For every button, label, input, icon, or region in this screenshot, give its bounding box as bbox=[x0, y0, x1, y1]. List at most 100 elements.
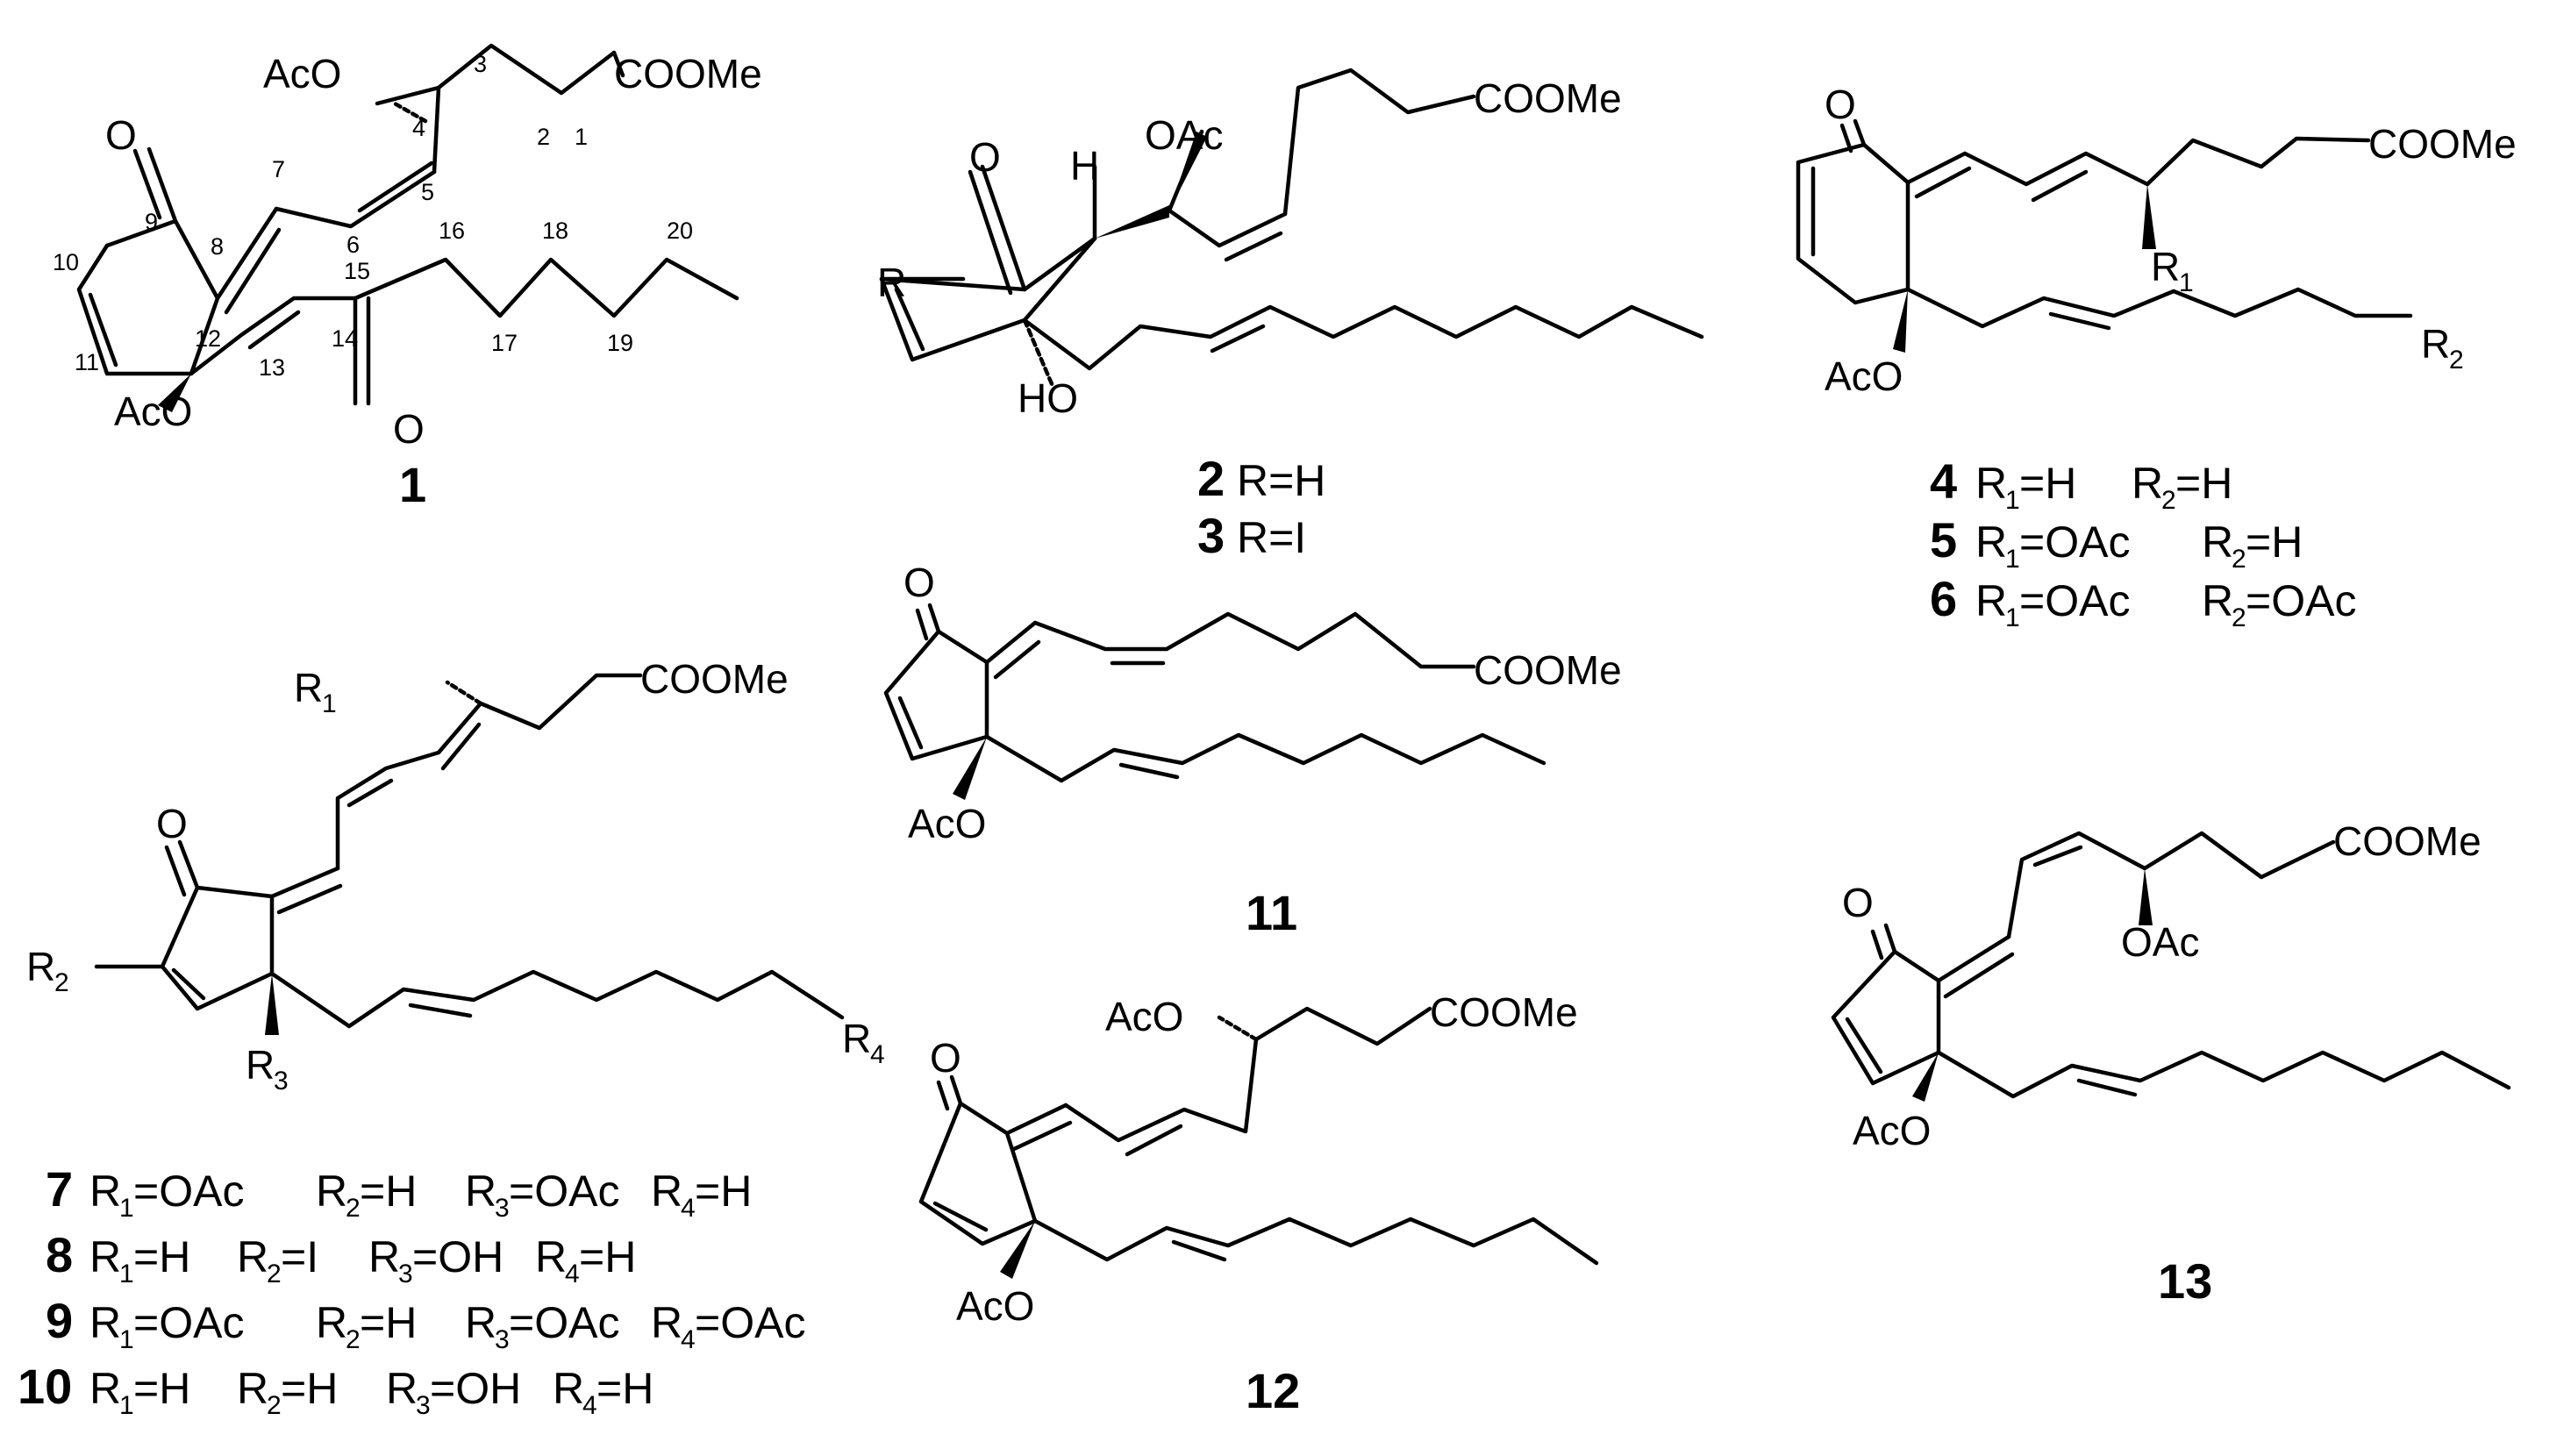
c8-r1-head-sub: 1 bbox=[119, 1260, 134, 1288]
c12-id: 12 bbox=[1246, 1363, 1300, 1418]
c1-ester: COOMe bbox=[614, 51, 762, 96]
c7-r2: R bbox=[26, 944, 55, 989]
c1-locant-3: 3 bbox=[474, 51, 487, 77]
c6-r1-value: =OAc bbox=[2019, 576, 2130, 625]
c12-ester: COOMe bbox=[1430, 989, 1578, 1035]
c5-r1-head: R bbox=[1975, 517, 2007, 567]
c8-r4-value: =H bbox=[579, 1232, 636, 1281]
c8-r2-value: =I bbox=[281, 1232, 318, 1281]
c2-id: 2 bbox=[1197, 451, 1225, 506]
c2-h: H bbox=[1070, 143, 1099, 189]
c1-locant-2: 2 bbox=[537, 124, 550, 150]
c2-caption: R=H bbox=[1237, 456, 1325, 505]
c1-locant-11: 11 bbox=[75, 349, 99, 375]
c4-r2-value: =H bbox=[2175, 459, 2232, 508]
c7-r3: R bbox=[246, 1042, 275, 1088]
c1-locant-18: 18 bbox=[542, 218, 568, 244]
c7-r3-value: =OAc bbox=[509, 1167, 619, 1216]
c5-id: 5 bbox=[1930, 512, 1957, 567]
c7-r2-head-sub: 2 bbox=[346, 1194, 361, 1223]
c4-r1-sub: 1 bbox=[2179, 268, 2194, 297]
c10-r4-head: R bbox=[553, 1364, 584, 1413]
c9-r3-head-sub: 3 bbox=[495, 1325, 510, 1354]
c10-r1-head: R bbox=[89, 1364, 121, 1413]
c9-r1-head: R bbox=[89, 1298, 121, 1347]
c5-r2-head-sub: 2 bbox=[2232, 545, 2246, 574]
c8-r3-head: R bbox=[368, 1232, 400, 1281]
c9-r3-head: R bbox=[465, 1298, 496, 1347]
compound-12-labels: AcO COOMe O AcO 12 bbox=[930, 989, 1578, 1418]
compound-12-structure bbox=[918, 1006, 1599, 1279]
c6-r2-head: R bbox=[2202, 576, 2233, 625]
c12-acetoxy-bottom: AcO bbox=[956, 1283, 1034, 1329]
c6-id: 6 bbox=[1930, 571, 1957, 626]
c12-ketone-o: O bbox=[930, 1035, 961, 1081]
c10-r2-head: R bbox=[237, 1364, 268, 1413]
c11-ketone-o: O bbox=[903, 560, 935, 605]
c3-id: 3 bbox=[1197, 508, 1225, 563]
c7-r4-sub: 4 bbox=[870, 1040, 885, 1069]
compound-11-labels: O COOMe AcO 11 bbox=[903, 560, 1622, 940]
c10-r4-head-sub: 4 bbox=[582, 1391, 597, 1420]
c6-r1-head-sub: 1 bbox=[2005, 603, 2020, 632]
c5-r2-head: R bbox=[2202, 517, 2233, 567]
c1-locant-6: 6 bbox=[346, 232, 360, 258]
c8-r2-head: R bbox=[237, 1232, 268, 1281]
c10-r3-value: =OH bbox=[430, 1364, 521, 1413]
compound-1-structure bbox=[76, 43, 739, 412]
c1-locant-16: 16 bbox=[439, 218, 465, 244]
c7-r4-value: =H bbox=[695, 1167, 752, 1216]
c9-r1-value: =OAc bbox=[133, 1298, 244, 1347]
c1-locant-12: 12 bbox=[195, 325, 221, 352]
compound-2-3-structure bbox=[879, 68, 1704, 389]
c4-r1-value: =H bbox=[2019, 459, 2076, 508]
c13-id: 13 bbox=[2158, 1253, 2212, 1309]
c1-locant-10: 10 bbox=[53, 249, 79, 275]
c9-r4-head-sub: 4 bbox=[681, 1325, 696, 1354]
compound-11-structure bbox=[883, 603, 1546, 800]
c4-id: 4 bbox=[1930, 453, 1957, 509]
c1-locant-17: 17 bbox=[491, 330, 518, 356]
c8-r1-head: R bbox=[89, 1232, 121, 1281]
c2-ketone-o: O bbox=[969, 134, 1001, 180]
compound-13-labels: O COOMe OAc AcO 13 bbox=[1842, 818, 2482, 1309]
c5-r1-value: =OAc bbox=[2019, 517, 2130, 567]
c11-ester: COOMe bbox=[1474, 647, 1622, 693]
c4-acetoxy: AcO bbox=[1825, 353, 1903, 399]
c1-locant-19: 19 bbox=[607, 330, 633, 356]
c7-r1-sub: 1 bbox=[322, 689, 337, 718]
compound-4-6-structure bbox=[1796, 118, 2413, 353]
c9-r3-value: =OAc bbox=[509, 1298, 619, 1347]
c10-r2-value: =H bbox=[281, 1364, 338, 1413]
c7-r1-value: =OAc bbox=[133, 1167, 244, 1216]
c7-r3-head: R bbox=[465, 1167, 496, 1216]
c7-r1-head: R bbox=[89, 1167, 121, 1216]
c10-r1-head-sub: 1 bbox=[119, 1391, 134, 1420]
c1-locant-15: 15 bbox=[344, 258, 370, 284]
c4-r1: R bbox=[2151, 244, 2180, 289]
c4-ester: COOMe bbox=[2368, 121, 2517, 167]
c7-r1: R bbox=[294, 665, 323, 710]
c7-r2-value: =H bbox=[360, 1167, 417, 1216]
c1-locant-1: 1 bbox=[575, 124, 588, 150]
c5-r1-head-sub: 1 bbox=[2005, 545, 2020, 574]
c9-r2-head: R bbox=[316, 1298, 347, 1347]
c10-r4-value: =H bbox=[596, 1364, 653, 1413]
c8-r4-head: R bbox=[535, 1232, 567, 1281]
compound-13-structure bbox=[1831, 831, 2511, 1102]
c7-r4: R bbox=[842, 1016, 871, 1061]
c4-r1-head: R bbox=[1975, 459, 2007, 508]
c7-ester: COOMe bbox=[640, 656, 789, 702]
c9-id: 9 bbox=[46, 1293, 73, 1348]
c13-ketone-o: O bbox=[1842, 880, 1874, 925]
c8-r3-head-sub: 3 bbox=[398, 1260, 413, 1288]
c1-acetoxy-bottom: AcO bbox=[114, 389, 192, 434]
compound-7-10-structure bbox=[94, 673, 845, 1035]
c10-r3-head-sub: 3 bbox=[416, 1391, 431, 1420]
c8-r4-head-sub: 4 bbox=[565, 1260, 580, 1288]
c8-r2-head-sub: 2 bbox=[267, 1260, 282, 1288]
c1-acetoxy-top: AcO bbox=[263, 51, 341, 96]
c13-oac: OAc bbox=[2121, 919, 2199, 965]
